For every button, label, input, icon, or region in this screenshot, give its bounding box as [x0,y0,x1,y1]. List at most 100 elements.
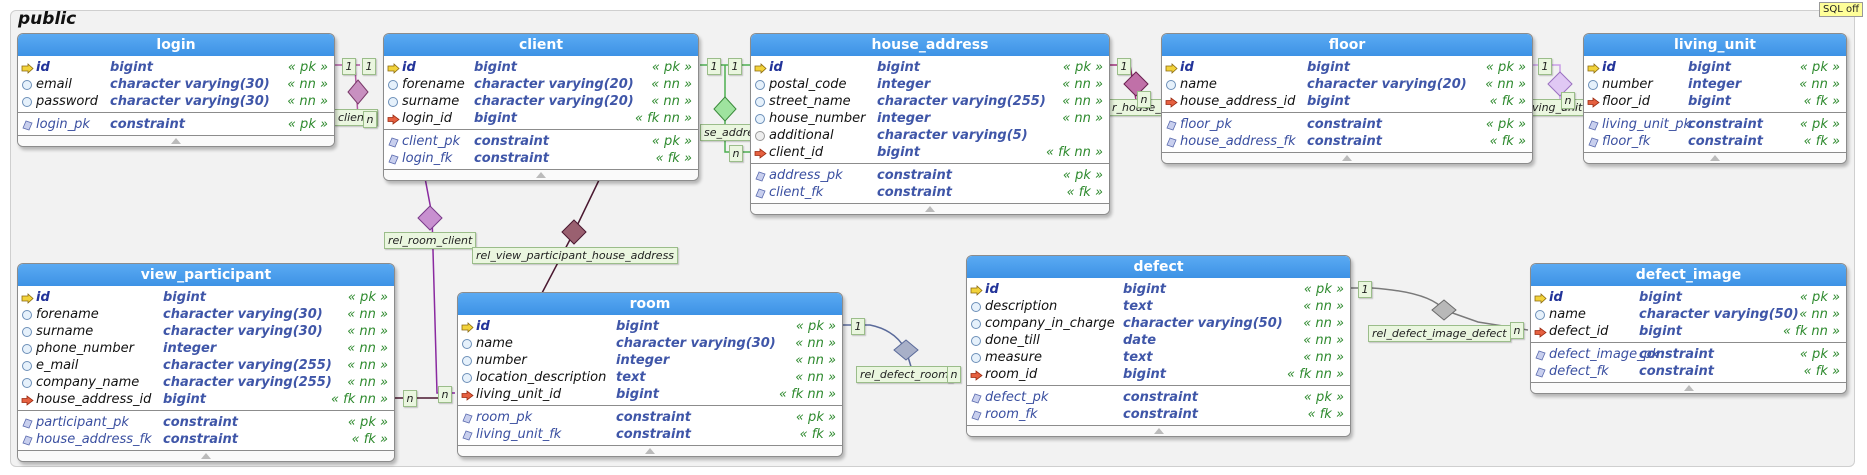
collapse-toggle[interactable] [1162,152,1532,163]
table-title[interactable]: defect_image [1531,264,1846,286]
column-name: surname [36,324,94,339]
table-title[interactable]: login [18,34,334,56]
column-name: room_id [985,367,1038,382]
table-title[interactable]: client [384,34,698,56]
column-circle-icon [21,360,33,371]
column-name: done_till [985,333,1040,348]
constraint-flags: « pk » [1799,347,1840,362]
table-title[interactable]: house_address [751,34,1109,56]
collapse-toggle[interactable] [1531,382,1846,393]
table-title[interactable]: defect [967,256,1350,278]
collapse-toggle[interactable] [751,203,1109,214]
rel-room-client-label[interactable]: rel_room_client [384,232,477,249]
constraint-name: living_unit_fk [476,427,562,442]
table-title[interactable]: living_unit [1584,34,1846,56]
rel-floor-living-label[interactable]: ving_unit [1528,99,1587,116]
collapse-toggle[interactable] [18,450,394,461]
collapse-toggle[interactable] [18,135,334,146]
sql-off-badge[interactable]: SQL off [1819,2,1863,17]
constraint-name: house_address_fk [1180,134,1296,149]
rel-view-participant-house-address-label[interactable]: rel_view_participant_house_address [472,247,679,264]
table-title[interactable]: room [458,293,842,315]
key-icon [970,284,983,296]
column-type: bigint [163,392,206,407]
collapse-toggle[interactable] [458,445,842,456]
collapse-toggle[interactable] [967,425,1350,436]
rel-defect-image-defect-label[interactable]: rel_defect_image_defect [1368,325,1511,342]
table-title[interactable]: view_participant [18,264,394,286]
rel-defect-room-label[interactable]: rel_defect_room [856,366,953,383]
collapse-toggle[interactable] [1584,152,1846,163]
table-title[interactable]: floor [1162,34,1532,56]
column-type: character varying(30) [110,77,270,92]
collapse-toggle[interactable] [384,169,698,180]
